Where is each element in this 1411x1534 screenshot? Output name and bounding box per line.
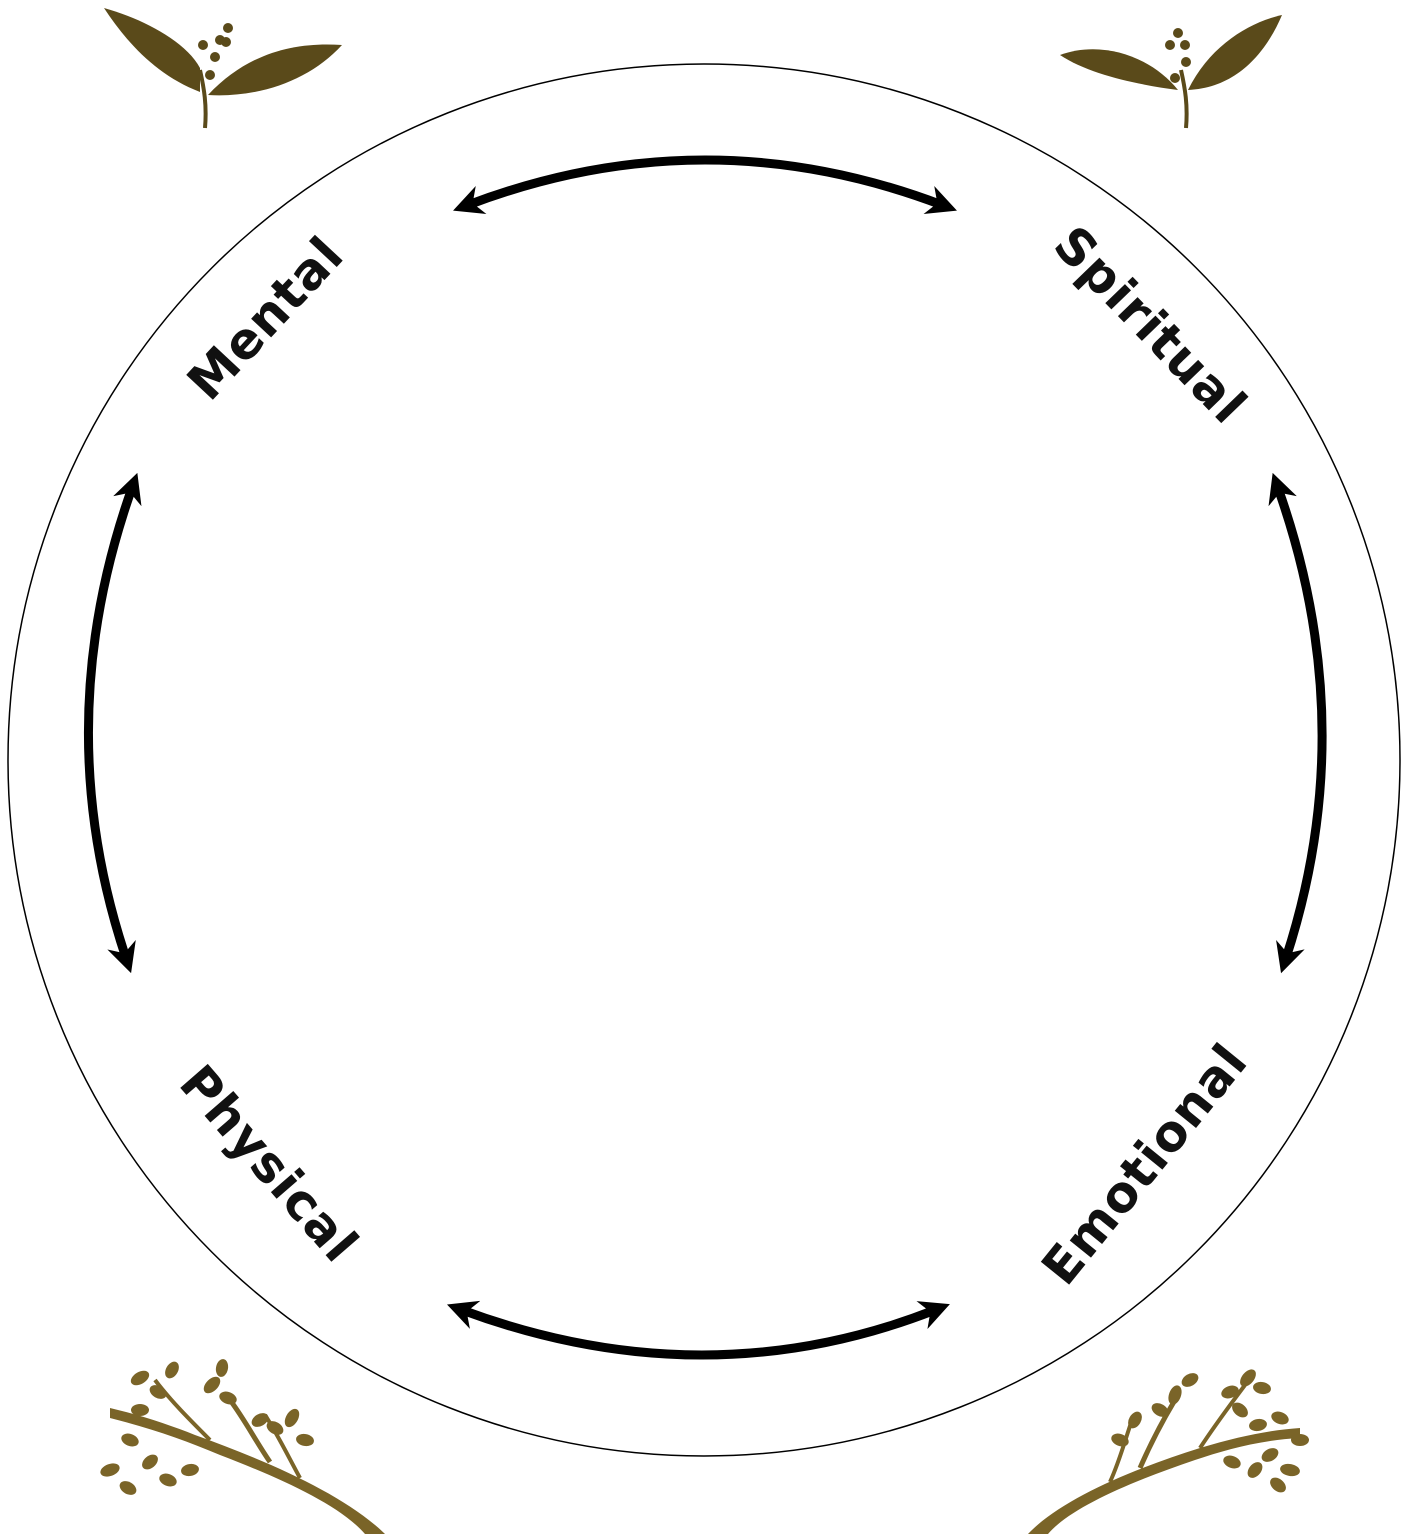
label-emotional: Emotional	[1031, 1033, 1260, 1296]
label-spiritual: Spiritual	[1042, 215, 1257, 435]
sprout-icon	[104, 8, 342, 128]
sprout-icon	[1060, 15, 1282, 128]
leafy-branch-icon	[99, 1358, 385, 1534]
outer-circle	[8, 64, 1400, 1456]
label-physical: Physical	[168, 1054, 369, 1273]
label-mental: Mental	[176, 225, 355, 411]
arrow-top	[468, 160, 942, 205]
arrow-right	[1278, 488, 1322, 958]
arrow-left	[88, 488, 132, 958]
arrow-bottom	[462, 1310, 935, 1355]
leafy-branch-icon	[1028, 1366, 1309, 1534]
